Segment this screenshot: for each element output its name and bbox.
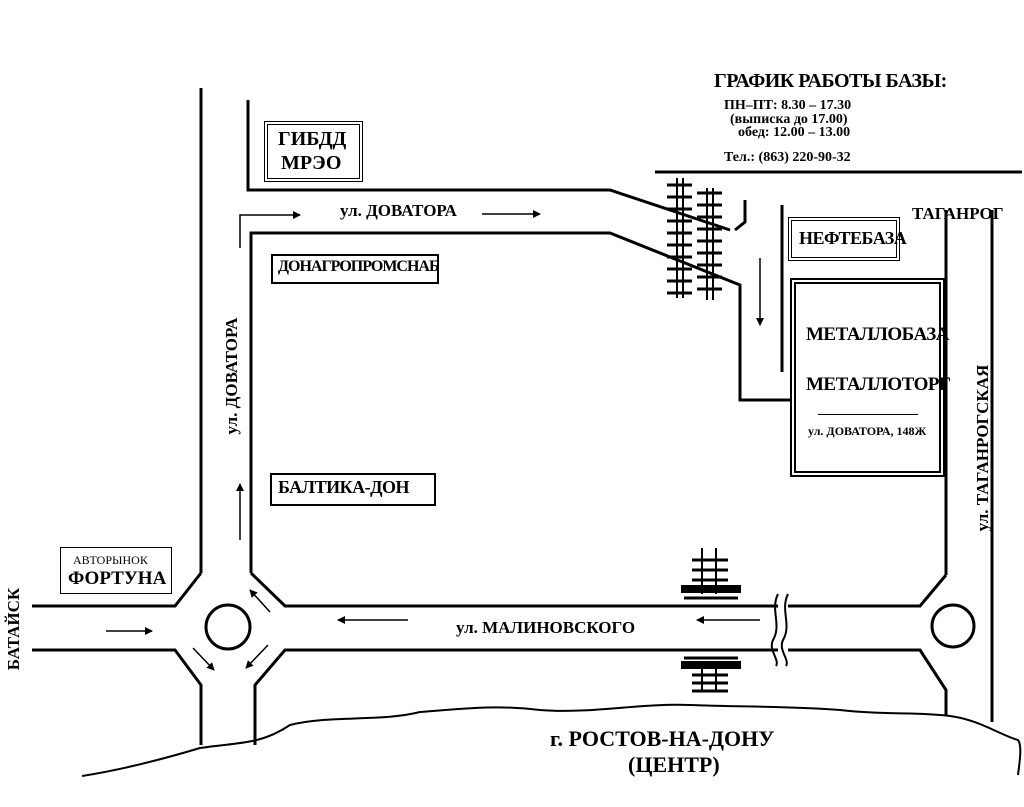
road-edge bbox=[249, 231, 790, 573]
address-divider bbox=[818, 414, 918, 415]
street-dovatora-horizontal: ул. ДОВАТОРА bbox=[340, 201, 457, 220]
neftebaza-label-box bbox=[788, 217, 900, 261]
schedule-invoice: (выписка до 17.00) bbox=[730, 112, 848, 127]
direction-taganrog: ТАГАНРОГ bbox=[912, 204, 1004, 223]
direction-rostov: г. РОСТОВ-НА-ДОНУ bbox=[550, 726, 775, 751]
road-edge bbox=[788, 574, 948, 608]
city-boundary-line bbox=[81, 703, 1022, 777]
road-edge bbox=[734, 200, 747, 232]
roundabout-right bbox=[930, 603, 976, 649]
road-edge bbox=[32, 648, 203, 745]
neftebaza-label: НЕФТЕБАЗА bbox=[799, 228, 907, 248]
schedule-title: ГРАФИК РАБОТЫ БАЗЫ: bbox=[714, 70, 947, 92]
roundabout-left bbox=[204, 603, 252, 651]
schedule-lunch: обед: 12.00 – 13.00 bbox=[738, 125, 851, 140]
schedule-hours: ПН–ПТ: 8.30 – 17.30 bbox=[724, 98, 852, 113]
street-dovatora-vertical: ул. ДОВАТОРА bbox=[222, 317, 241, 435]
road-edge bbox=[32, 572, 203, 608]
direction-bataysk: БАТАЙСК bbox=[4, 587, 23, 671]
mreo-label: МРЭО bbox=[281, 152, 342, 174]
bridge-bottom bbox=[681, 656, 741, 693]
road-edge bbox=[788, 648, 948, 715]
direction-arrow bbox=[245, 644, 269, 669]
street-taganrogskaya: ул. ТАГАНРОГСКАЯ bbox=[973, 364, 992, 532]
baltika-label: БАЛТИКА-ДОН bbox=[278, 477, 410, 497]
baltika-label-box bbox=[270, 473, 436, 506]
donagro-label-box bbox=[271, 254, 439, 284]
fortuna-small-label: АВТОРЫНОК bbox=[73, 553, 148, 567]
gibdd-label: ГИБДД bbox=[278, 128, 347, 150]
road-edge bbox=[253, 648, 778, 745]
fortuna-label: ФОРТУНА bbox=[68, 568, 167, 589]
gibdd-label-box bbox=[264, 121, 363, 182]
road-break bbox=[770, 593, 779, 667]
road-break bbox=[780, 593, 789, 667]
street-malinovskogo: ул. МАЛИНОВСКОГО bbox=[456, 618, 636, 637]
direction-arrow bbox=[192, 647, 215, 671]
direction-arrow bbox=[249, 589, 271, 613]
railway-crossing bbox=[667, 178, 722, 300]
road-edge bbox=[249, 571, 778, 608]
bridge-top bbox=[681, 548, 741, 600]
donagro-label: ДОНАГРОПРОМСНАБ bbox=[278, 258, 440, 275]
metallotorg-label: МЕТАЛЛОТОРГ bbox=[806, 374, 951, 395]
direction-arrow bbox=[239, 211, 301, 248]
fortuna-label-box bbox=[60, 547, 172, 594]
address-label: ул. ДОВАТОРА, 148Ж bbox=[808, 424, 927, 438]
phone-number: Тел.: (863) 220-90-32 bbox=[724, 150, 851, 165]
metallobaza-label: МЕТАЛЛОБАЗА bbox=[806, 324, 949, 345]
metallobaza-label-box bbox=[790, 278, 945, 477]
direction-rostov-center: (ЦЕНТР) bbox=[628, 752, 720, 777]
